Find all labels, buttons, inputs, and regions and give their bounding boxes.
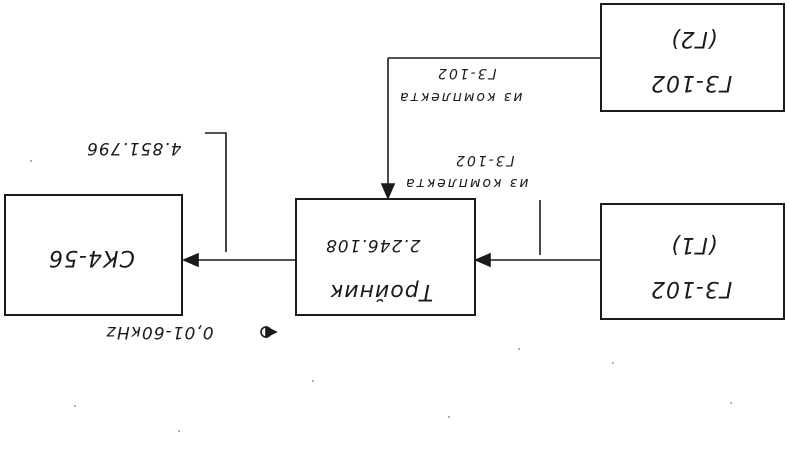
arrowhead-tee-input-g1 <box>473 252 491 268</box>
tee-block: 2.246.108 Тройник <box>295 198 476 316</box>
from-kit-g1-line1: из комплекта <box>404 175 529 191</box>
frequency-range: 0,01-60кHz <box>106 322 214 342</box>
analyzer-model: СК4-56 <box>48 245 135 270</box>
generator-g1-tag: (Г1) <box>670 232 718 257</box>
generator-g1-block: (Г1) Г3-102 <box>600 203 785 320</box>
tee-name: Тройник <box>329 279 434 304</box>
tee-code: 2.246.108 <box>325 235 421 255</box>
scan-speck <box>178 430 180 432</box>
generator-g2-model: Г3-102 <box>650 70 733 95</box>
scan-speck <box>730 402 732 404</box>
analyzer-block: СК4-56 <box>4 194 183 316</box>
scan-speck <box>518 348 520 350</box>
generator-g1-model: Г3-102 <box>650 276 733 301</box>
from-kit-g1-line2: Г3-102 <box>454 152 515 168</box>
scan-speck <box>74 405 76 407</box>
scan-speck <box>448 416 450 418</box>
cable-code: 4.851.796 <box>86 138 182 158</box>
arrowhead-tee-input-g2 <box>380 183 396 201</box>
from-kit-g2-line2: Г3-102 <box>436 65 497 81</box>
scan-speck <box>312 380 314 382</box>
generator-g2-block: (Г2) Г3-102 <box>600 3 785 112</box>
generator-g2-tag: (Г2) <box>670 26 718 51</box>
scan-speck <box>612 362 614 364</box>
arrowhead-analyzer-input <box>181 252 199 268</box>
leader-cable-code <box>205 132 227 252</box>
from-kit-g2-line1: из комплекта <box>398 89 523 105</box>
scan-speck <box>30 160 32 162</box>
